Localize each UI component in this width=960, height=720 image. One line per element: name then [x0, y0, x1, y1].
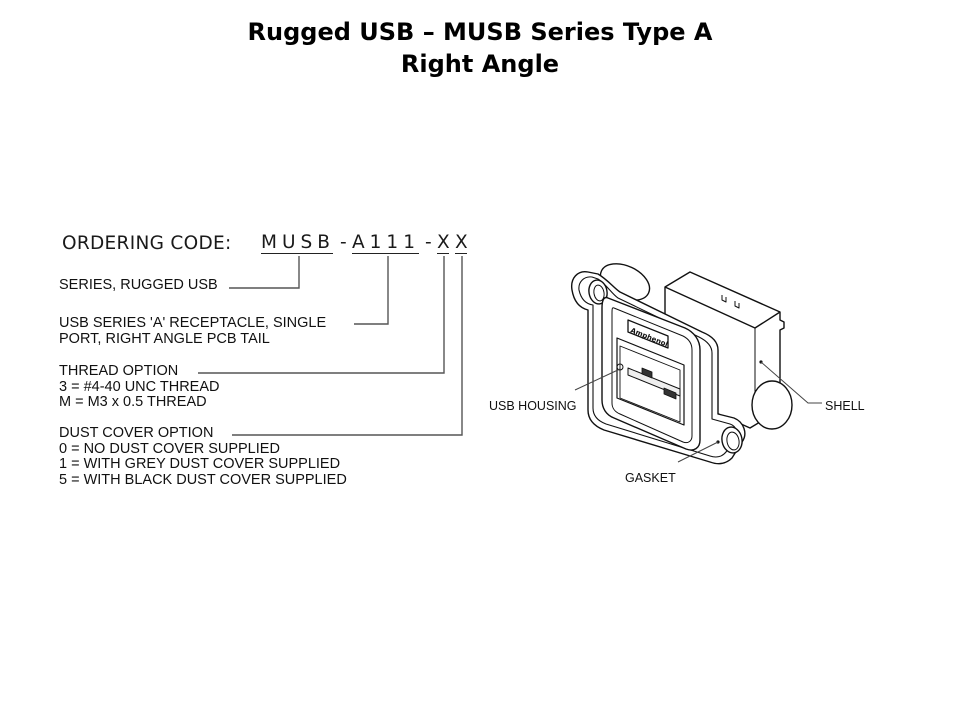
slide-subtitle: Right Angle [400, 50, 560, 78]
code-separator: - [425, 232, 432, 253]
receptacle-line-1: USB SERIES 'A' RECEPTACLE, SINGLE [59, 315, 327, 331]
code-segment-dust-cover: X [455, 232, 468, 254]
gasket [578, 276, 738, 458]
callout-gasket: GASKET [625, 471, 676, 485]
leader-series [229, 256, 300, 289]
ordering-code-label: ORDERING CODE: [62, 233, 232, 254]
code-separator: - [340, 232, 347, 253]
thread-option-item: 3 = #4-40 UNC THREAD [59, 378, 220, 395]
receptacle-description: USB SERIES 'A' RECEPTACLE, SINGLE PORT, … [59, 315, 327, 347]
code-segment-series: MUSB [261, 232, 335, 254]
code-segment-receptacle: A111 [352, 232, 420, 254]
leader-shell [760, 361, 822, 404]
dust-cover-option-item: 1 = WITH GREY DUST COVER SUPPLIED [59, 456, 341, 472]
thread-option-heading: THREAD OPTION [59, 363, 179, 379]
code-segment-thread: X [437, 232, 450, 254]
rear-boss-bottom [751, 380, 793, 430]
leader-thread [198, 256, 445, 374]
slide-title: Rugged USB – MUSB Series Type A [247, 18, 713, 46]
callout-usb-housing: USB HOUSING [489, 399, 577, 413]
receptacle-line-2: PORT, RIGHT ANGLE PCB TAIL [59, 330, 270, 347]
series-text: SERIES, RUGGED USB [59, 277, 218, 293]
dust-cover-option-block: DUST COVER OPTION 0 = NO DUST COVER SUPP… [59, 425, 347, 488]
leader-usb-housing [574, 368, 621, 391]
thread-option-item: M = M3 x 0.5 THREAD [59, 394, 207, 410]
dust-cover-option-item: 0 = NO DUST COVER SUPPLIED [59, 440, 280, 457]
logo-plate [627, 319, 669, 349]
leader-receptacle [354, 256, 389, 325]
mounting-hole-top [588, 279, 608, 305]
leader-gasket [677, 441, 719, 463]
dust-cover-option-heading: DUST COVER OPTION [59, 425, 214, 441]
series-description: SERIES, RUGGED USB [59, 277, 218, 294]
leader-dust-cover [232, 256, 463, 436]
musb-connector-drawing: Amphenol [571, 263, 822, 465]
thread-option-block: THREAD OPTION 3 = #4-40 UNC THREAD M = M… [59, 363, 220, 411]
callout-shell: SHELL [825, 399, 865, 413]
dust-cover-option-item: 5 = WITH BLACK DUST COVER SUPPLIED [59, 471, 347, 488]
mounting-hole-bottom [721, 426, 743, 454]
